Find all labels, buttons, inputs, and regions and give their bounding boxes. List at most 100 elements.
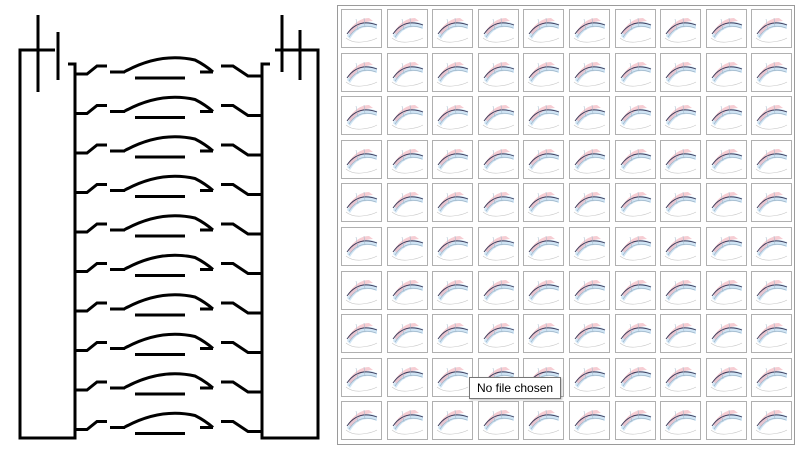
thumbnail-cell[interactable] <box>523 183 565 223</box>
thumbnail-cell[interactable] <box>660 52 702 92</box>
thumbnail-cell[interactable] <box>523 139 565 179</box>
thumbnail-cell[interactable] <box>477 270 519 310</box>
thumbnail-cell[interactable] <box>660 183 702 223</box>
thumbnail-cell[interactable] <box>614 401 656 441</box>
thumbnail-cell[interactable] <box>341 139 382 179</box>
thumbnail-cell[interactable] <box>341 183 382 223</box>
thumbnail-cell[interactable] <box>751 401 793 441</box>
thumbnail-cell[interactable] <box>341 270 382 310</box>
thumbnail-cell[interactable] <box>432 401 474 441</box>
thumbnail-cell[interactable] <box>751 139 793 179</box>
thumbnail-cell[interactable] <box>386 270 428 310</box>
thumbnail-cell[interactable] <box>751 270 793 310</box>
thumbnail-cell[interactable] <box>386 314 428 354</box>
thumbnail-cell[interactable] <box>432 96 474 136</box>
thumbnail-cell[interactable] <box>341 314 382 354</box>
thumbnail-cell[interactable] <box>569 9 610 48</box>
thumbnail-cell[interactable] <box>386 357 428 397</box>
thumbnail-cell[interactable] <box>477 52 519 92</box>
thumbnail-cell[interactable] <box>523 227 565 266</box>
thumbnail-cell[interactable] <box>477 9 519 48</box>
ferroelectric-domain-thumbnail-icon <box>528 61 560 87</box>
thumbnail-cell[interactable] <box>523 401 565 441</box>
thumbnail-cell[interactable] <box>341 357 382 397</box>
thumbnail-cell[interactable] <box>386 227 428 266</box>
thumbnail-cell[interactable] <box>705 401 747 441</box>
thumbnail-cell[interactable] <box>569 96 610 136</box>
thumbnail-cell[interactable] <box>569 270 610 310</box>
thumbnail-cell[interactable] <box>660 227 702 266</box>
thumbnail-cell[interactable] <box>477 227 519 266</box>
thumbnail-cell[interactable] <box>614 357 656 397</box>
thumbnail-cell[interactable] <box>569 401 610 441</box>
thumbnail-cell[interactable] <box>569 183 610 223</box>
thumbnail-cell[interactable] <box>523 270 565 310</box>
thumbnail-cell[interactable] <box>705 96 747 136</box>
thumbnail-cell[interactable] <box>705 183 747 223</box>
thumbnail-cell[interactable] <box>341 96 382 136</box>
thumbnail-cell[interactable] <box>705 52 747 92</box>
thumbnail-cell[interactable] <box>341 227 382 266</box>
thumbnail-cell[interactable] <box>477 139 519 179</box>
thumbnail-cell[interactable] <box>660 139 702 179</box>
thumbnail-cell[interactable] <box>386 52 428 92</box>
thumbnail-cell[interactable] <box>477 401 519 441</box>
thumbnail-cell[interactable] <box>660 357 702 397</box>
thumbnail-cell[interactable] <box>432 227 474 266</box>
thumbnail-cell[interactable] <box>523 314 565 354</box>
thumbnail-cell[interactable] <box>614 183 656 223</box>
thumbnail-cell[interactable] <box>523 9 565 48</box>
thumbnail-cell[interactable] <box>751 9 793 48</box>
thumbnail-cell[interactable] <box>386 139 428 179</box>
thumbnail-cell[interactable] <box>569 52 610 92</box>
thumbnail-cell[interactable] <box>341 401 382 441</box>
thumbnail-cell[interactable] <box>477 183 519 223</box>
thumbnail-cell[interactable] <box>660 96 702 136</box>
thumbnail-cell[interactable] <box>432 270 474 310</box>
thumbnail-cell[interactable] <box>432 314 474 354</box>
thumbnail-cell[interactable] <box>751 52 793 92</box>
ferroelectric-domain-thumbnail-icon <box>664 410 697 435</box>
thumbnail-cell[interactable] <box>614 139 656 179</box>
thumbnail-cell[interactable] <box>386 401 428 441</box>
thumbnail-cell[interactable] <box>523 52 565 92</box>
thumbnail-cell[interactable] <box>432 9 474 48</box>
thumbnail-cell[interactable] <box>660 9 702 48</box>
thumbnail-cell[interactable] <box>341 9 382 48</box>
thumbnail-cell[interactable] <box>751 96 793 136</box>
thumbnail-cell[interactable] <box>523 96 565 136</box>
thumbnail-cell[interactable] <box>614 227 656 266</box>
thumbnail-cell[interactable] <box>614 9 656 48</box>
thumbnail-cell[interactable] <box>432 357 474 397</box>
thumbnail-cell[interactable] <box>705 9 747 48</box>
thumbnail-cell[interactable] <box>751 183 793 223</box>
thumbnail-cell[interactable] <box>751 227 793 266</box>
thumbnail-cell[interactable] <box>477 96 519 136</box>
thumbnail-cell[interactable] <box>614 270 656 310</box>
thumbnail-cell[interactable] <box>705 314 747 354</box>
thumbnail-cell[interactable] <box>660 401 702 441</box>
thumbnail-cell[interactable] <box>569 314 610 354</box>
thumbnail-cell[interactable] <box>705 357 747 397</box>
thumbnail-cell[interactable] <box>386 96 428 136</box>
thumbnail-cell[interactable] <box>569 227 610 266</box>
thumbnail-cell[interactable] <box>705 227 747 266</box>
thumbnail-cell[interactable] <box>614 96 656 136</box>
thumbnail-cell[interactable] <box>386 9 428 48</box>
thumbnail-cell[interactable] <box>477 314 519 354</box>
thumbnail-cell[interactable] <box>614 52 656 92</box>
thumbnail-cell[interactable] <box>432 52 474 92</box>
thumbnail-cell[interactable] <box>660 270 702 310</box>
thumbnail-cell[interactable] <box>705 270 747 310</box>
thumbnail-cell[interactable] <box>614 314 656 354</box>
thumbnail-cell[interactable] <box>660 314 702 354</box>
thumbnail-cell[interactable] <box>751 314 793 354</box>
thumbnail-cell[interactable] <box>569 357 610 397</box>
thumbnail-cell[interactable] <box>705 139 747 179</box>
thumbnail-cell[interactable] <box>386 183 428 223</box>
thumbnail-cell[interactable] <box>751 357 793 397</box>
thumbnail-cell[interactable] <box>341 52 382 92</box>
thumbnail-cell[interactable] <box>432 183 474 223</box>
thumbnail-cell[interactable] <box>569 139 610 179</box>
thumbnail-cell[interactable] <box>432 139 474 179</box>
